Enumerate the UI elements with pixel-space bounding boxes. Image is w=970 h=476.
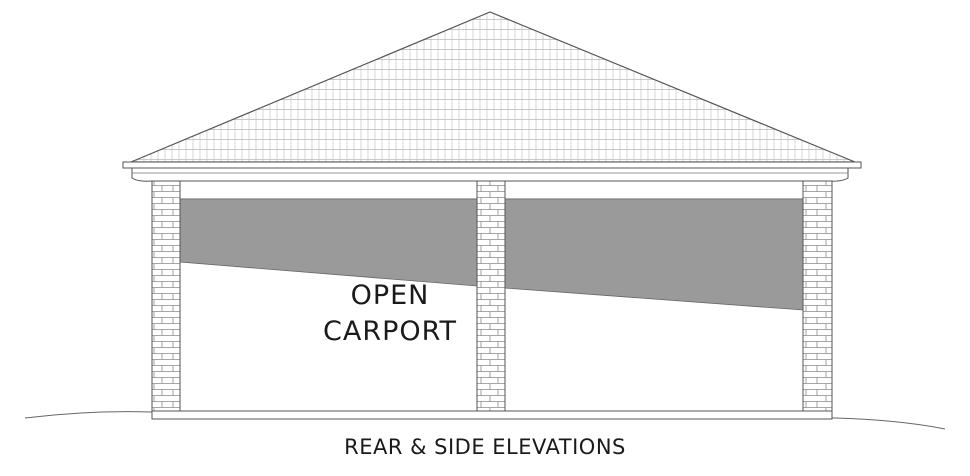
floor-slab: [151, 410, 833, 420]
brick-column-left: [151, 180, 181, 412]
carport-bay-right: [504, 198, 804, 412]
roof-fascia: [122, 161, 862, 182]
brick-column-right: [802, 180, 833, 412]
open-label: OPEN: [350, 280, 430, 311]
brick-column-center: [476, 180, 506, 412]
ground-line: [24, 411, 946, 430]
drawing-caption: REAR & SIDE ELEVATIONS: [344, 435, 626, 459]
carport-label: CARPORT: [323, 316, 457, 347]
hip-roof: [130, 11, 856, 163]
